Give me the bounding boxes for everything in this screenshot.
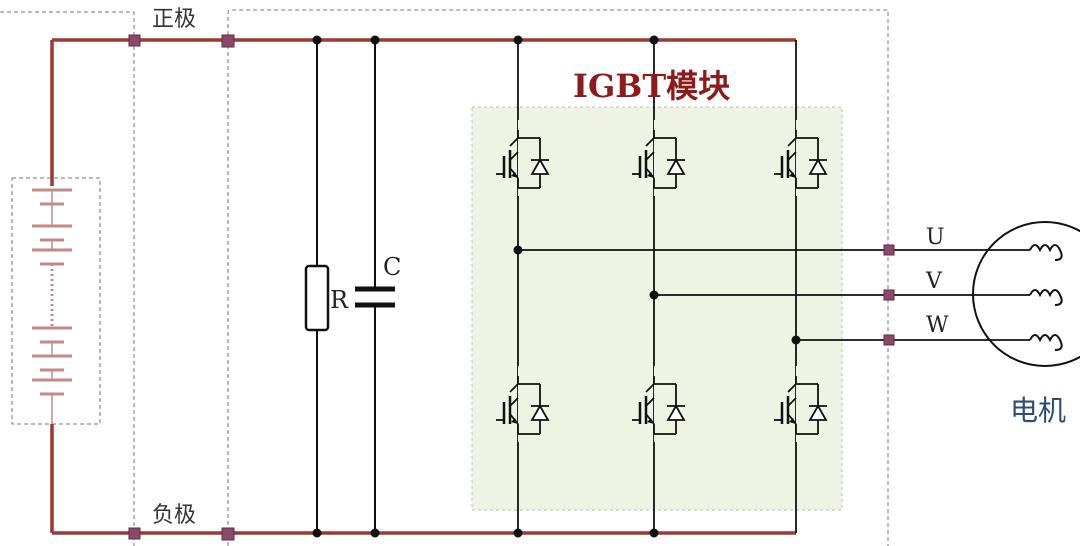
battery	[32, 188, 72, 424]
phase-v-label: V	[925, 269, 943, 294]
phase-w-label: W	[926, 313, 949, 338]
battery-cell	[32, 370, 72, 424]
junction-dot	[791, 335, 801, 345]
motor-housing	[972, 221, 1080, 367]
connector-terminal	[883, 244, 895, 256]
junction-dot	[312, 35, 322, 45]
dc-bus	[50, 38, 796, 535]
motor-winding	[1029, 244, 1063, 351]
junction-dot	[513, 245, 523, 255]
junction-dot	[649, 290, 659, 300]
junction-dot	[649, 35, 659, 45]
junction-dot	[370, 528, 380, 538]
inverter-region	[227, 9, 889, 546]
junction-dot	[649, 528, 659, 538]
connector-terminal	[128, 34, 141, 47]
connector-terminal	[221, 34, 235, 48]
capacitor-label: C	[383, 253, 401, 281]
dashed-regions	[0, 9, 889, 546]
motor-label: 电机	[1010, 394, 1066, 427]
battery-cell	[32, 342, 72, 372]
junction-dots	[312, 35, 801, 538]
resistor-label: R	[330, 286, 349, 314]
battery-cells-box	[11, 177, 101, 425]
battery-cell	[32, 326, 72, 344]
phase-u-label: U	[926, 225, 945, 250]
junction-dot	[312, 528, 322, 538]
battery-cell	[32, 240, 72, 266]
battery-cell	[32, 188, 72, 206]
filter-components	[304, 40, 395, 533]
battery-cell	[32, 204, 72, 242]
junction-dot	[513, 35, 523, 45]
battery-pack-region	[0, 11, 135, 546]
igbt-module-title: IGBT模块	[573, 67, 730, 105]
positive-pole-label: 正极	[152, 7, 196, 32]
connector-terminal	[128, 527, 141, 540]
junction-dot	[513, 528, 523, 538]
negative-pole-label: 负极	[152, 503, 196, 528]
connector-terminal	[883, 289, 895, 301]
resistor	[304, 264, 330, 332]
connector-terminal	[883, 334, 895, 346]
junction-dot	[370, 35, 380, 45]
connector-terminal	[221, 527, 235, 541]
motor	[972, 221, 1080, 367]
connectors	[128, 34, 895, 541]
